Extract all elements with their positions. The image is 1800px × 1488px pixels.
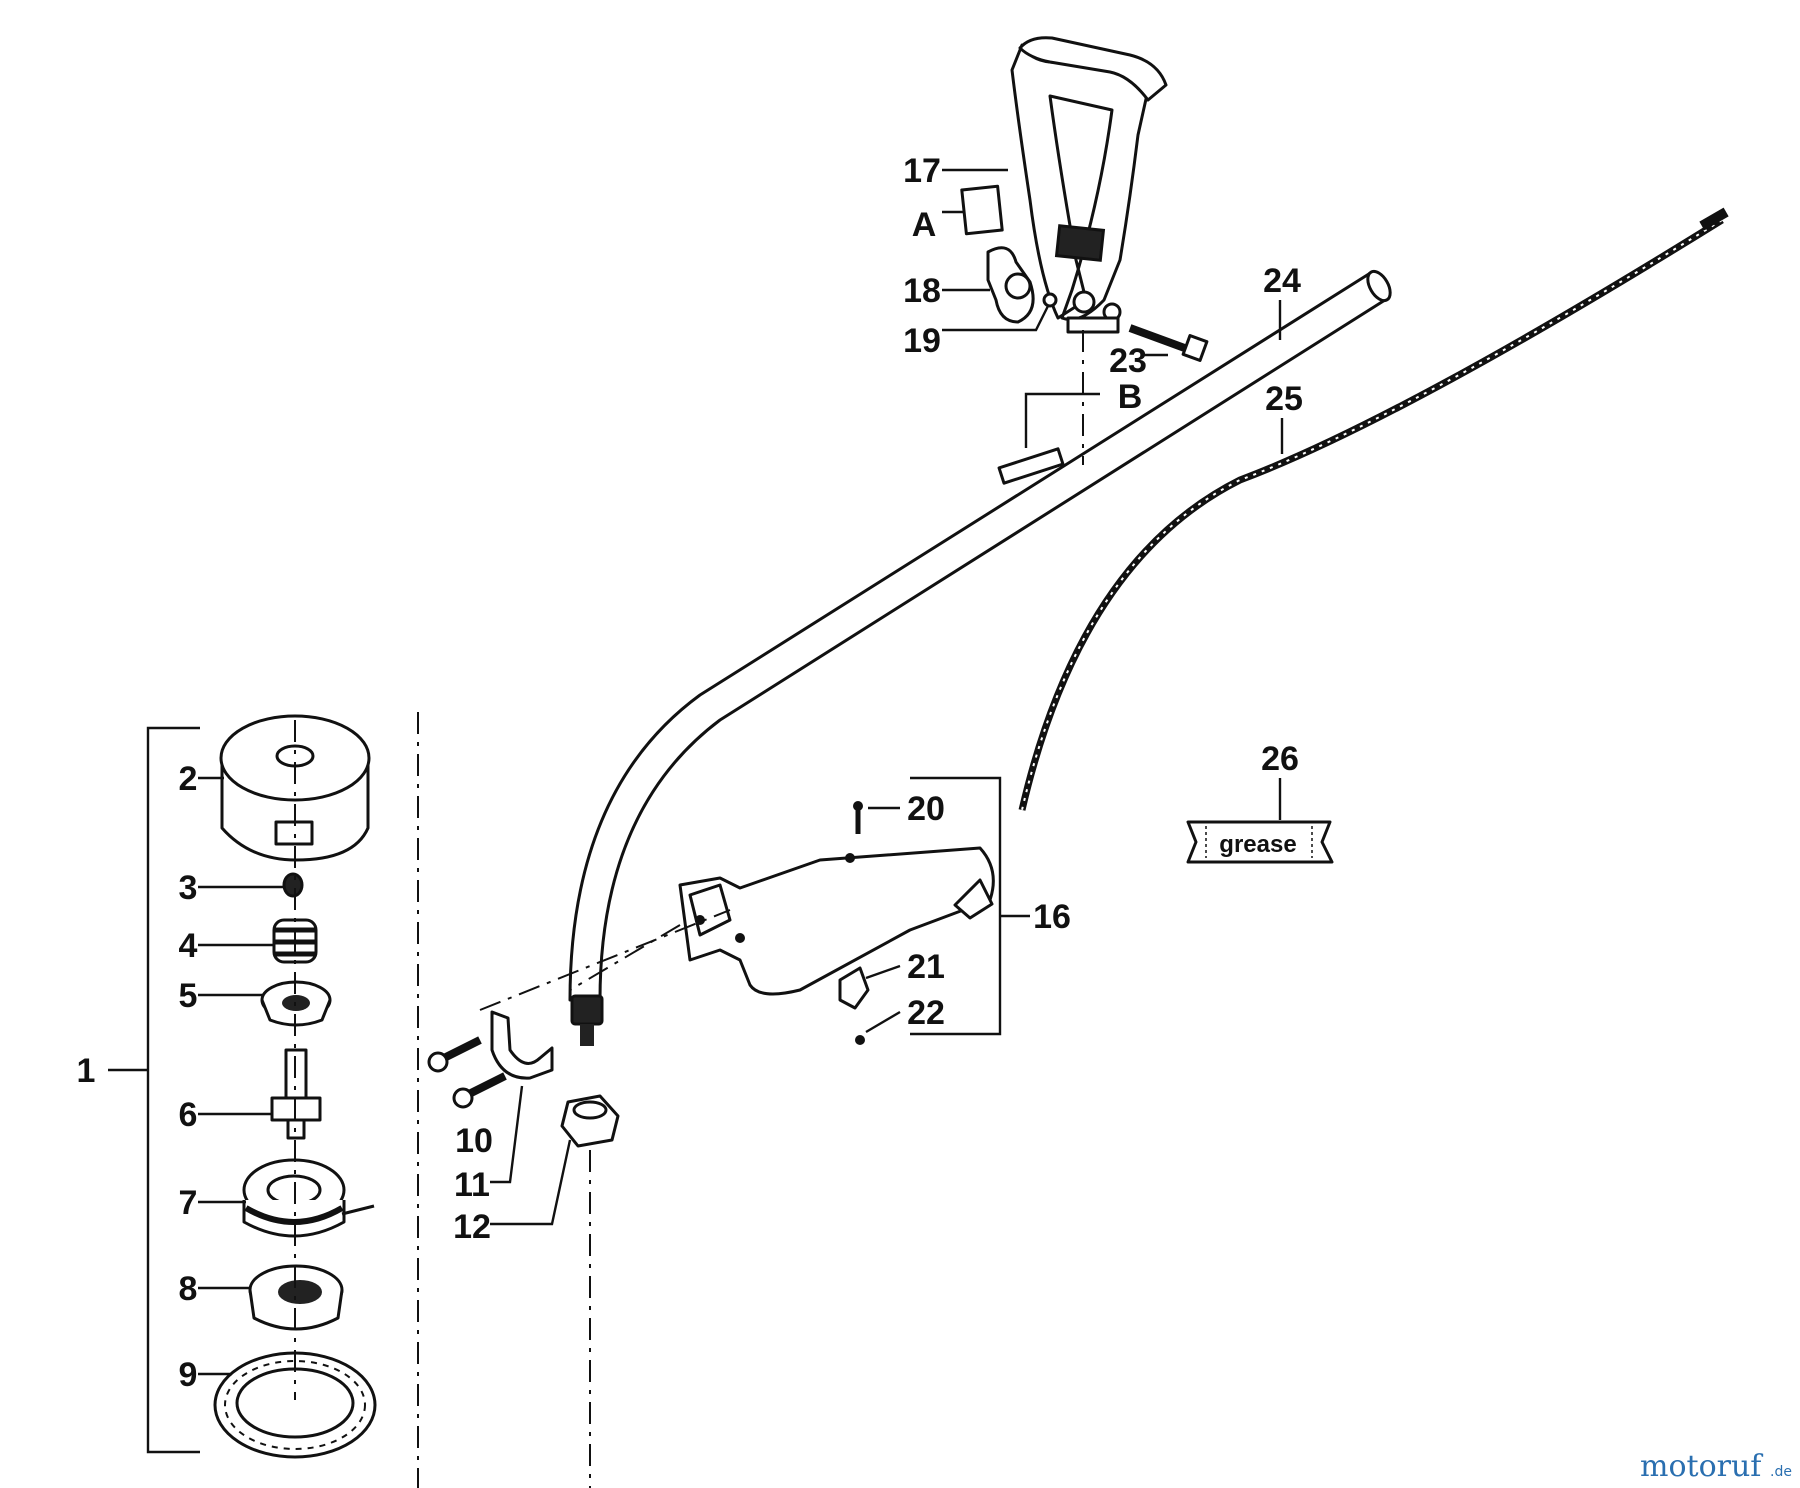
label-part-7: 7 <box>179 1184 198 1222</box>
label-part-22: 22 <box>907 994 945 1032</box>
label-part-1: 1 <box>77 1052 96 1090</box>
watermark-brand: motoruf <box>1640 1449 1763 1484</box>
leader-19 <box>942 305 1050 332</box>
label-part-4: 4 <box>179 927 198 965</box>
knob <box>986 246 1035 324</box>
washer <box>1042 292 1058 308</box>
guide-line-slant <box>569 924 681 991</box>
label-part-11: 11 <box>454 1166 490 1204</box>
label-part-25: 25 <box>1265 380 1303 418</box>
label-part-21: 21 <box>907 948 945 986</box>
shaft-tube <box>568 269 1392 1046</box>
label-part-10: 10 <box>455 1122 493 1160</box>
cover <box>219 714 371 862</box>
leader-21 <box>865 964 901 980</box>
label-part-26: 26 <box>1261 740 1299 778</box>
label-part-17: 17 <box>903 152 941 190</box>
label-part-6: 6 <box>179 1096 198 1134</box>
grease-tube <box>1186 820 1334 864</box>
label-part-23: 23 <box>1109 342 1147 380</box>
bracket-16 <box>910 776 1002 1036</box>
hex-nut <box>560 1094 620 1148</box>
label-part-8: 8 <box>179 1270 198 1308</box>
label-part-A: A <box>912 206 937 244</box>
label-part-24: 24 <box>1263 262 1301 300</box>
bolt <box>1128 324 1209 362</box>
flex-cable <box>1018 207 1729 811</box>
tube-clamp <box>427 1010 554 1109</box>
label-part-19: 19 <box>903 322 941 360</box>
decal-a <box>960 184 1004 236</box>
grease-label: grease <box>1219 831 1296 858</box>
label-part-20: 20 <box>907 790 945 828</box>
label-part-18: 18 <box>903 272 941 310</box>
shield-assembly <box>678 801 995 1045</box>
decal-b <box>997 447 1065 485</box>
handle-assembly <box>1010 36 1168 334</box>
bracket-1 <box>146 726 200 1454</box>
leader-12 <box>490 1139 572 1226</box>
label-part-12: 12 <box>453 1208 491 1246</box>
eyelet <box>282 872 304 898</box>
label-part-5: 5 <box>179 977 198 1015</box>
leader-11 <box>490 1085 524 1184</box>
label-part-B: B <box>1118 378 1143 416</box>
watermark-tld: .de <box>1770 1464 1792 1480</box>
spool <box>242 1158 375 1238</box>
leader-B <box>1024 392 1100 448</box>
retaining-ring <box>213 1351 377 1459</box>
leader-22 <box>865 1010 901 1034</box>
label-part-2: 2 <box>179 760 198 798</box>
guide-line-shield <box>479 909 731 1011</box>
label-part-3: 3 <box>179 869 198 907</box>
label-part-16: 16 <box>1033 898 1071 936</box>
label-part-9: 9 <box>179 1356 198 1394</box>
